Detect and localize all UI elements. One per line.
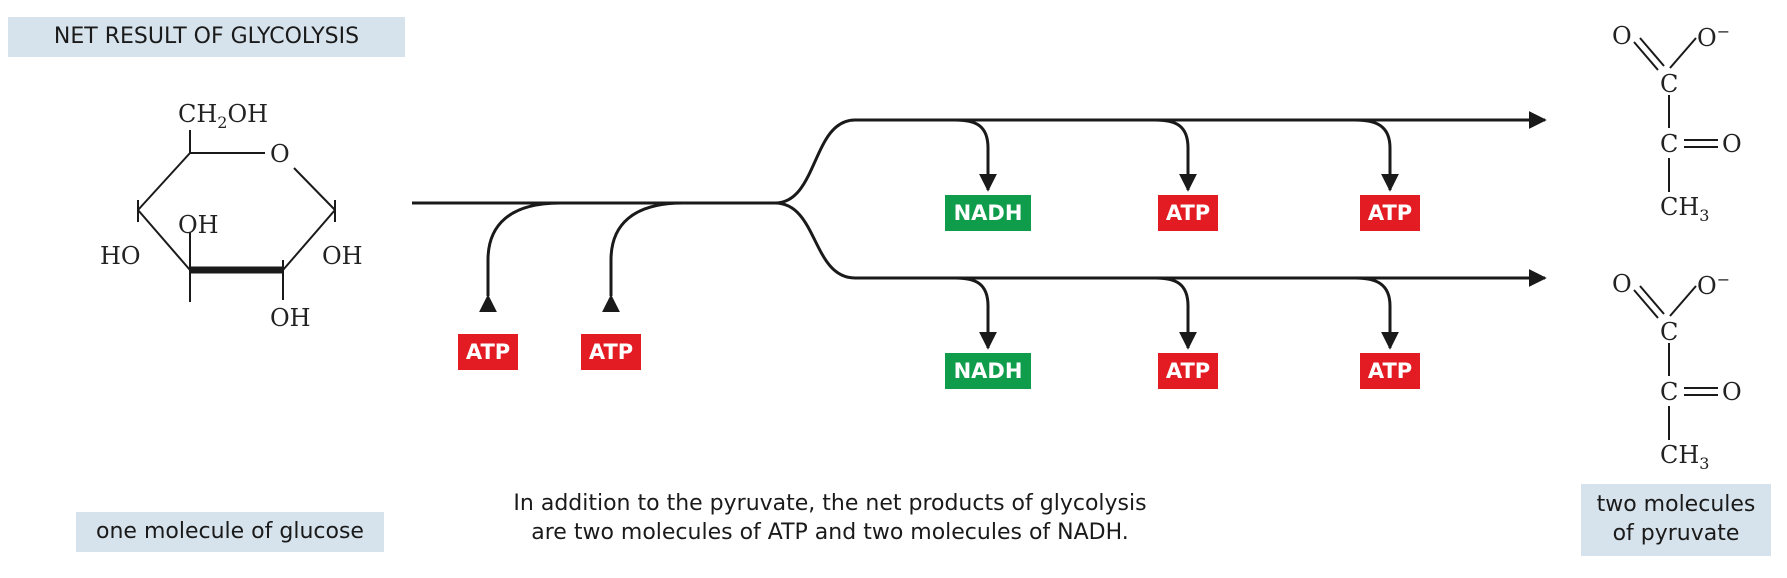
atp-output-top-2: ATP bbox=[1360, 195, 1420, 231]
glucose-ring-oxygen: O bbox=[270, 140, 290, 168]
atp-output-bottom-1: ATP bbox=[1158, 353, 1218, 389]
pyruvate-bottom-o-left: O bbox=[1612, 270, 1632, 298]
glucose-oh-top: OH bbox=[178, 211, 219, 239]
pyruvate-top-ch3: CH3 bbox=[1660, 193, 1710, 225]
glucose-oh-bottom: OH bbox=[270, 304, 311, 332]
pyruvate-top-o-minus: O− bbox=[1697, 22, 1731, 52]
atp-output-bottom-2: ATP bbox=[1360, 353, 1420, 389]
diagram-title-text: NET RESULT OF GLYCOLYSIS bbox=[53, 23, 360, 49]
nadh-output-bottom: NADH bbox=[945, 353, 1031, 389]
caption: In addition to the pyruvate, the net pro… bbox=[500, 490, 1160, 547]
pyruvate-label: two molecules of pyruvate bbox=[1581, 484, 1771, 556]
pyruvate-bottom-c2: C bbox=[1660, 378, 1679, 406]
pyruvate-top-eq-o: O bbox=[1722, 130, 1742, 158]
caption-line1: In addition to the pyruvate, the net pro… bbox=[513, 491, 1147, 516]
glucose-ch2oh: CH2OH bbox=[178, 100, 269, 132]
pyruvate-label-line1: two molecules bbox=[1596, 492, 1756, 518]
glucose-ring bbox=[137, 130, 336, 302]
glucose-label-text: one molecule of glucose bbox=[96, 518, 364, 544]
pyruvate-bottom-c1: C bbox=[1660, 318, 1679, 346]
glucose-oh-right: OH bbox=[322, 242, 363, 270]
pyruvate-label-line2: of pyruvate bbox=[1612, 521, 1740, 546]
pyruvate-bonds-bottom bbox=[1633, 285, 1718, 440]
atp-output-top-1: ATP bbox=[1158, 195, 1218, 231]
pyruvate-bottom-o-minus: O− bbox=[1697, 270, 1731, 300]
pyruvate-bonds-top bbox=[1633, 37, 1718, 192]
pyruvate-top-c2: C bbox=[1660, 130, 1679, 158]
caption-line2: are two molecules of ATP and two molecul… bbox=[531, 519, 1129, 545]
glucose-label: one molecule of glucose bbox=[76, 512, 384, 552]
atp-input-1: ATP bbox=[458, 334, 518, 370]
pyruvate-bottom-eq-o: O bbox=[1722, 378, 1742, 406]
glucose-ho-left: HO bbox=[100, 242, 141, 270]
pyruvate-bottom-ch3: CH3 bbox=[1660, 441, 1710, 473]
pyruvate-top-c1: C bbox=[1660, 70, 1679, 98]
nadh-output-top: NADH bbox=[945, 195, 1031, 231]
pyruvate-top-o-left: O bbox=[1612, 22, 1632, 50]
atp-input-2: ATP bbox=[581, 334, 641, 370]
diagram-title: NET RESULT OF GLYCOLYSIS bbox=[8, 17, 405, 57]
pathway-lines bbox=[412, 111, 1547, 350]
